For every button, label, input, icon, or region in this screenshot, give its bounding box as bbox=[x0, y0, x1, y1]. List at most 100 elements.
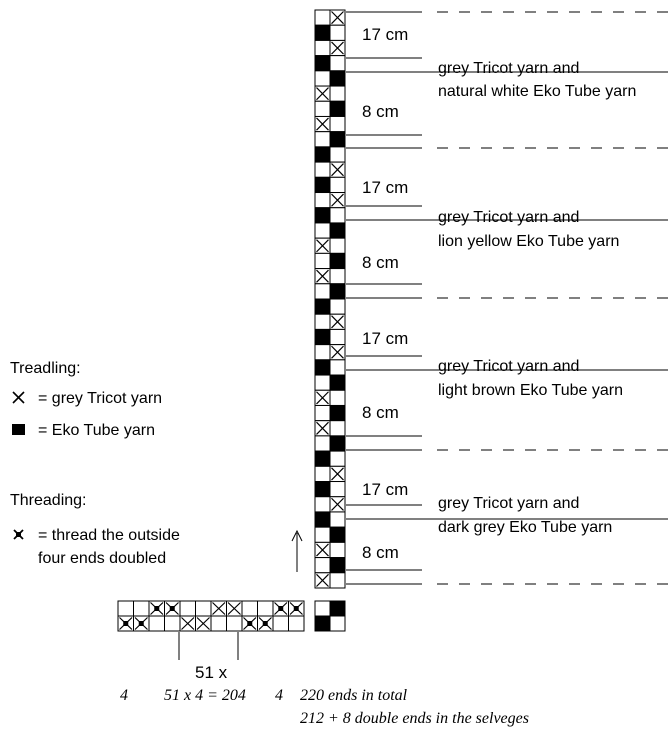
treadling-cell bbox=[314, 252, 331, 270]
double-legend-label-1: = thread the outside bbox=[38, 527, 180, 544]
section-4-top-length: 17 cm bbox=[362, 480, 408, 499]
solid-legend-label: = Eko Tube yarn bbox=[38, 422, 155, 439]
threading-cell bbox=[195, 600, 212, 617]
tie-up-cell bbox=[329, 615, 346, 632]
treadling-cell bbox=[314, 298, 331, 315]
section-2-yarn-line-1: grey Tricot yarn and bbox=[438, 209, 579, 226]
tie-up-grid bbox=[314, 600, 346, 632]
treadling-cell bbox=[314, 100, 331, 117]
treadling-cell bbox=[314, 176, 331, 194]
treadling-cell bbox=[314, 511, 331, 528]
section-2-bottom-length: 8 cm bbox=[362, 253, 399, 272]
treadling-cell bbox=[329, 420, 346, 437]
treadling-cell bbox=[329, 572, 346, 589]
treadling-cell bbox=[329, 541, 346, 559]
threading-cell bbox=[226, 615, 243, 632]
treadling-cell bbox=[329, 24, 346, 41]
treadling-cell bbox=[314, 55, 331, 72]
treadling-column bbox=[314, 9, 346, 589]
treadling-cell bbox=[314, 9, 331, 26]
treadling-cell bbox=[329, 450, 346, 467]
section-3-top-length: 17 cm bbox=[362, 329, 408, 348]
threading-grid bbox=[117, 600, 305, 632]
repeat-label: 51 x bbox=[195, 663, 228, 682]
threading-cell bbox=[288, 615, 305, 632]
treadling-cell bbox=[314, 526, 331, 543]
treadling-cell bbox=[329, 359, 346, 376]
section-2-top-length: 17 cm bbox=[362, 178, 408, 197]
section-3: 17 cm grey Tricot yarn and light brown E… bbox=[362, 329, 623, 422]
section-1-top-length: 17 cm bbox=[362, 25, 408, 44]
treadling-cell bbox=[314, 435, 331, 452]
treadling-cell bbox=[314, 481, 331, 498]
treadling-cell bbox=[314, 465, 331, 483]
treadling-cell bbox=[314, 328, 331, 346]
section-1-yarn-line-1: grey Tricot yarn and bbox=[438, 60, 579, 77]
cross-legend-label: = grey Tricot yarn bbox=[38, 390, 162, 407]
treadling-cell bbox=[329, 268, 346, 285]
treadling-cell bbox=[329, 298, 346, 315]
treadling-cell bbox=[329, 100, 346, 117]
treadling-cell bbox=[329, 176, 346, 194]
treadling-cell bbox=[329, 55, 346, 72]
direction-arrow bbox=[291, 529, 303, 572]
section-4-bottom-length: 8 cm bbox=[362, 543, 399, 562]
treadling-cell bbox=[329, 85, 346, 102]
left-selvedge-count: 4 bbox=[120, 687, 128, 704]
treadling-cell bbox=[314, 374, 331, 391]
treadling-cell bbox=[314, 161, 331, 178]
treadling-cell bbox=[314, 146, 331, 163]
treadling-cell bbox=[314, 39, 331, 57]
legend: Treadling: = grey Tricot yarn = Eko Tube… bbox=[10, 360, 180, 567]
threading-cell bbox=[210, 615, 227, 632]
treadling-cell bbox=[314, 283, 331, 300]
total-ends: 220 ends in total bbox=[300, 687, 408, 704]
repeat-bracket: 51 x bbox=[178, 632, 239, 682]
double-thread-icon bbox=[13, 529, 24, 540]
cross-icon bbox=[12, 391, 25, 404]
treadling-cell bbox=[329, 328, 346, 346]
treadling-cell bbox=[329, 237, 346, 254]
treadling-cell bbox=[314, 222, 331, 239]
threading-title: Threading: bbox=[10, 492, 87, 509]
tie-up-cell bbox=[314, 615, 331, 632]
section-4: 17 cm grey Tricot yarn and dark grey Eko… bbox=[362, 480, 612, 562]
treadling-cell bbox=[314, 344, 331, 361]
threading-cell bbox=[133, 600, 150, 617]
divider-lines bbox=[346, 11, 668, 585]
right-selvedge-count: 4 bbox=[275, 687, 283, 704]
treadling-cell bbox=[329, 526, 346, 543]
treadling-cell bbox=[329, 207, 346, 224]
treadling-cell bbox=[329, 283, 346, 300]
treadling-cell bbox=[329, 222, 346, 239]
section-1: 17 cm grey Tricot yarn and natural white… bbox=[362, 25, 636, 121]
treadling-cell bbox=[329, 146, 346, 163]
treadling-cell bbox=[314, 24, 331, 41]
treadling-cell bbox=[329, 435, 346, 452]
section-2: 17 cm grey Tricot yarn and lion yellow E… bbox=[362, 178, 619, 272]
treadling-title: Treadling: bbox=[10, 360, 81, 377]
treadling-cell bbox=[329, 70, 346, 87]
treadling-cell bbox=[314, 192, 331, 209]
treadling-cell bbox=[314, 404, 331, 422]
section-1-yarn-line-2: natural white Eko Tube yarn bbox=[438, 83, 636, 100]
treadling-cell bbox=[314, 313, 331, 330]
footer: 4 51 x 4 = 204 4 220 ends in total 212 +… bbox=[120, 687, 529, 727]
section-1-bottom-length: 8 cm bbox=[362, 102, 399, 121]
section-annotations: 17 cm grey Tricot yarn and natural white… bbox=[362, 25, 636, 562]
section-2-yarn-line-2: lion yellow Eko Tube yarn bbox=[438, 233, 619, 250]
double-legend-label-2: four ends doubled bbox=[38, 550, 166, 567]
tie-up-cell bbox=[314, 600, 331, 617]
threading-cell bbox=[148, 615, 165, 632]
treadling-cell bbox=[314, 131, 331, 148]
tie-up-cell bbox=[329, 600, 346, 617]
section-3-bottom-length: 8 cm bbox=[362, 403, 399, 422]
section-4-yarn-line-1: grey Tricot yarn and bbox=[438, 495, 579, 512]
treadling-cell bbox=[314, 496, 331, 513]
treadling-cell bbox=[329, 252, 346, 270]
threading-cell bbox=[241, 600, 258, 617]
ends-detail: 212 + 8 double ends in the selveges bbox=[300, 710, 529, 727]
treadling-cell bbox=[314, 450, 331, 467]
